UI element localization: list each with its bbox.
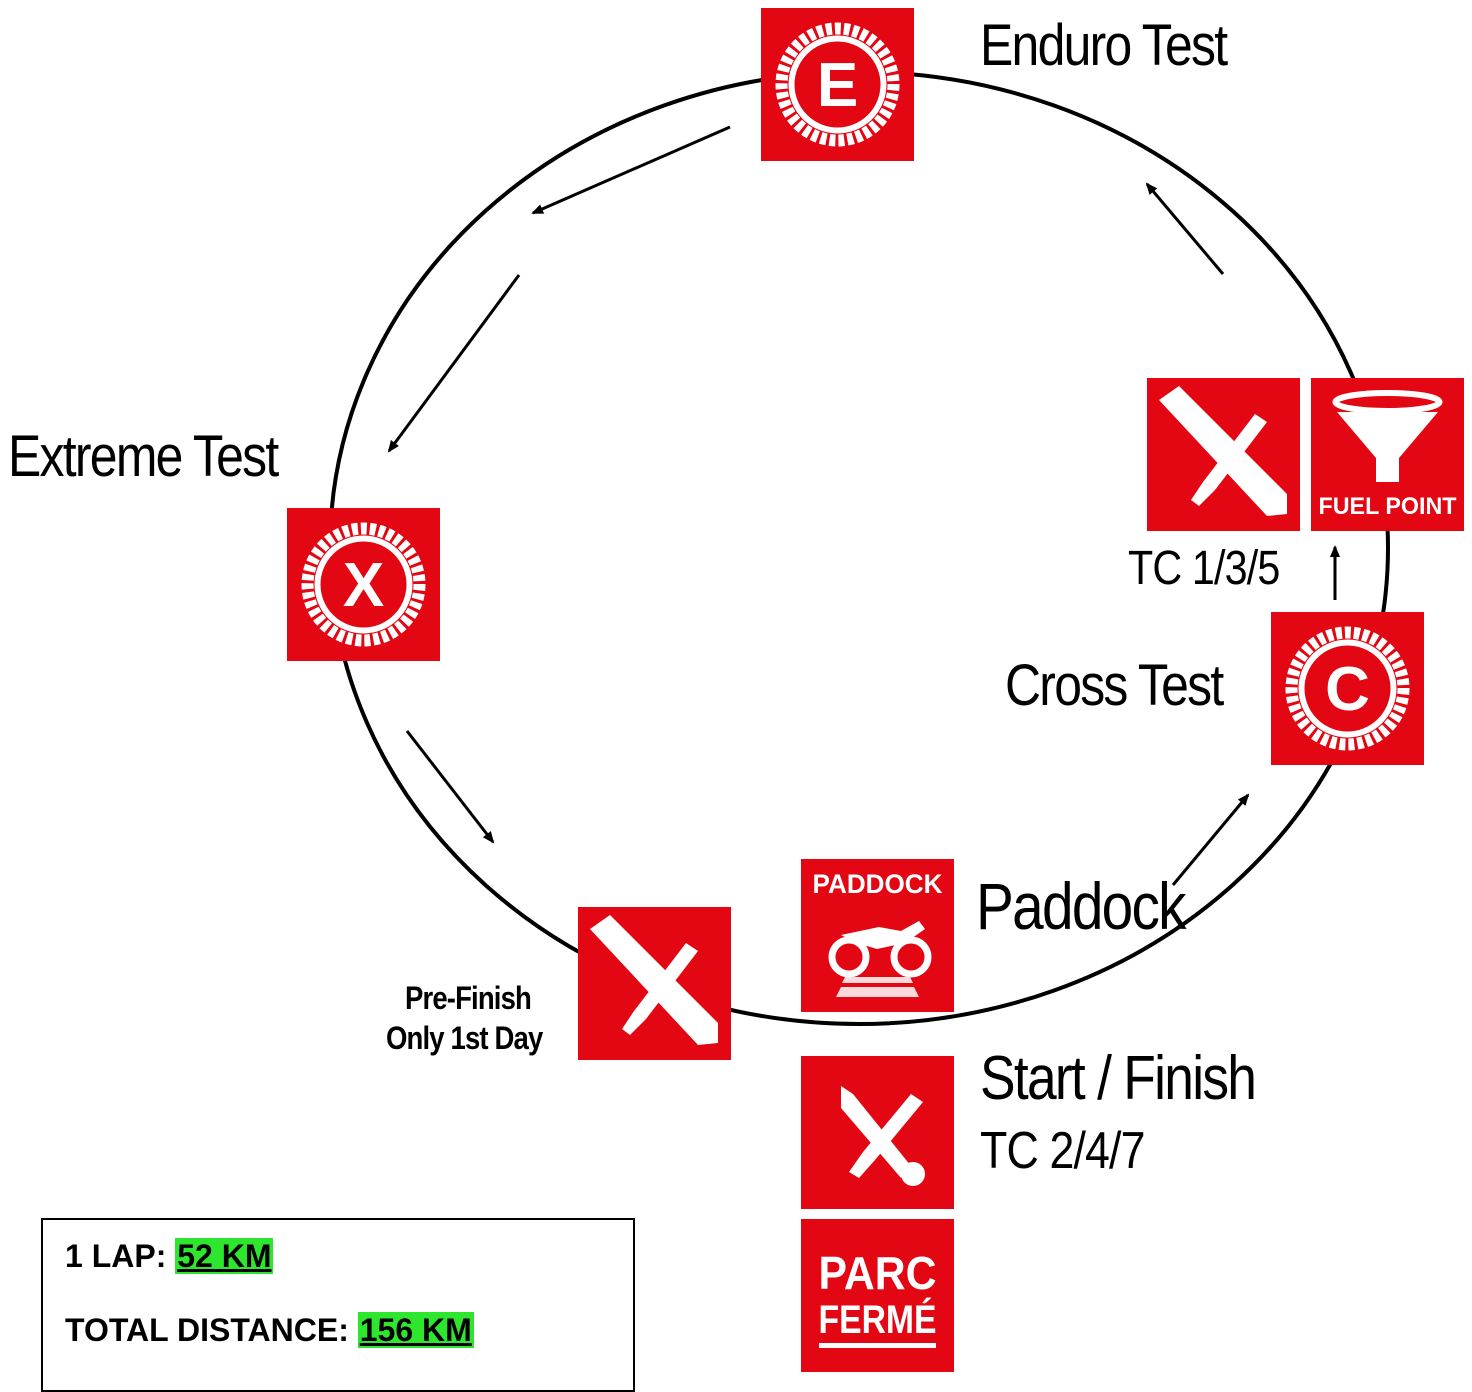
time-control-sign	[1147, 378, 1300, 531]
start-finish-sign	[801, 1056, 954, 1209]
tire-ring-icon	[775, 22, 900, 147]
fuel-point-sign: FUEL POINT	[1311, 378, 1464, 531]
extreme-letter: X	[343, 551, 384, 620]
enduro-letter: E	[817, 51, 858, 120]
funnel-icon	[1332, 390, 1443, 482]
pre-finish-label: Pre-Finish	[405, 980, 532, 1016]
tire-ring-icon	[1285, 626, 1410, 751]
wrench-screwdriver-icon	[841, 1086, 925, 1186]
direction-arrow-3	[405, 730, 495, 844]
enduro-test-sign: E	[761, 8, 914, 161]
extreme-test-sign: X	[287, 508, 440, 661]
extreme-test-label: Extreme Test	[8, 424, 279, 489]
parc-line-2: FERMÉ	[819, 1297, 937, 1342]
cross-test-sign: C	[1271, 612, 1424, 765]
paddock-label: Paddock	[976, 869, 1187, 943]
lap-row: 1 LAP: 52 KM	[65, 1238, 274, 1275]
cross-test-label: Cross Test	[1005, 653, 1224, 718]
paddock-sign-label: PADDOCK	[813, 869, 943, 899]
tire-ring-icon	[301, 522, 426, 647]
total-distance-row: TOTAL DISTANCE: 156 KM	[65, 1312, 474, 1349]
tc-135-label: TC 1/3/5	[1128, 542, 1280, 595]
lap-value: 52 KM	[175, 1238, 274, 1274]
enduro-test-label: Enduro Test	[980, 13, 1228, 78]
motorbike-icon	[828, 921, 932, 978]
lap-label: 1 LAP:	[65, 1238, 167, 1274]
parc-ferme-sign: PARC FERMÉ	[801, 1219, 954, 1372]
direction-arrow-2	[387, 274, 521, 453]
parc-line-1: PARC	[819, 1247, 937, 1299]
wrench-screwdriver-icon	[1159, 386, 1287, 516]
direction-arrow-6	[1145, 182, 1225, 275]
tc-247-label: TC 2/4/7	[980, 1122, 1145, 1180]
paddock-sign: PADDOCK	[801, 859, 954, 1012]
cross-letter: C	[1325, 655, 1370, 724]
distance-info-box: 1 LAP: 52 KM TOTAL DISTANCE: 156 KM	[41, 1218, 635, 1392]
direction-arrow-4	[1171, 793, 1250, 886]
direction-arrow-1	[531, 125, 731, 215]
fuel-point-label: FUEL POINT	[1319, 493, 1457, 520]
wrench-screwdriver-icon	[590, 915, 718, 1045]
total-distance-label: TOTAL DISTANCE:	[65, 1312, 349, 1348]
pre-finish-sign	[578, 907, 731, 1060]
only-first-day-label: Only 1st Day	[386, 1020, 543, 1056]
total-distance-value: 156 KM	[357, 1312, 474, 1348]
start-finish-label: Start / Finish	[980, 1044, 1257, 1113]
